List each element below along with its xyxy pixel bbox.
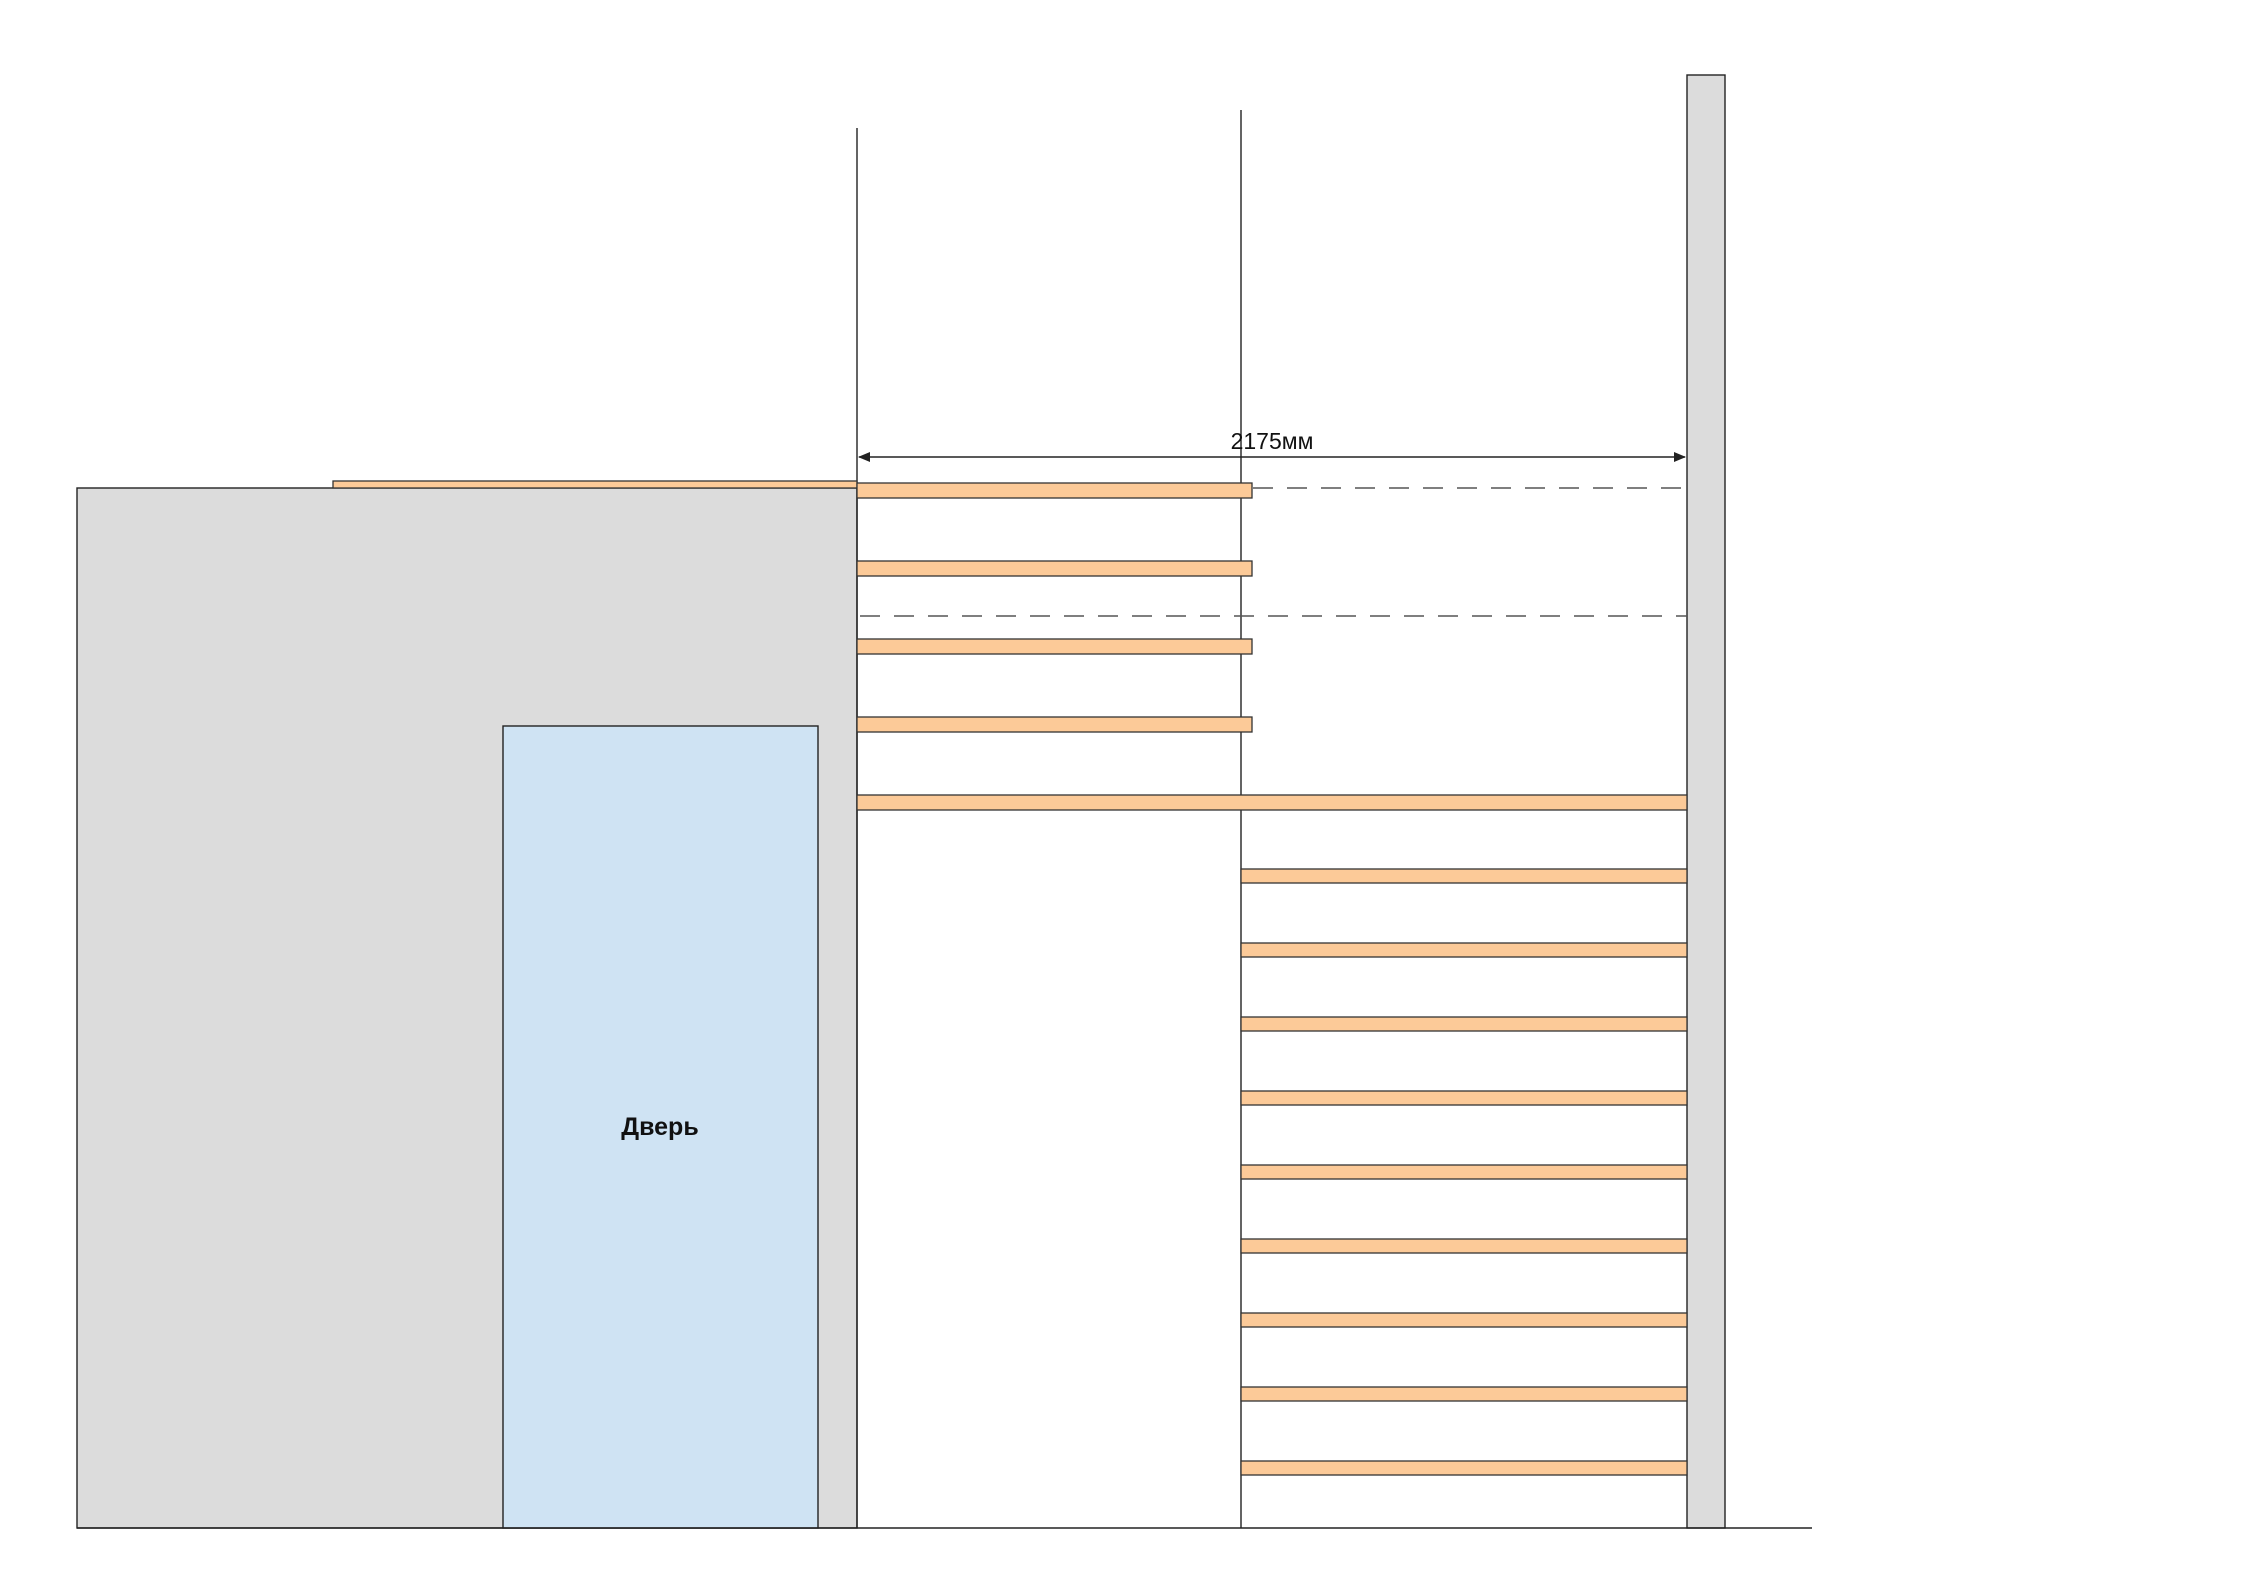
door-label: Дверь	[621, 1113, 698, 1141]
step-lower-8	[1240, 1386, 1688, 1402]
step-lower-5	[1240, 1164, 1688, 1180]
dimension-label: 2175мм	[1231, 428, 1314, 454]
step-lower-6	[1240, 1238, 1688, 1254]
step-upper-1	[856, 482, 1253, 499]
dimension-arrow-right	[1674, 452, 1686, 462]
step-lower-2	[1240, 942, 1688, 958]
top-left-plank	[332, 480, 858, 489]
step-upper-4	[856, 716, 1253, 733]
step-lower-4	[1240, 1090, 1688, 1106]
step-lower-9	[1240, 1460, 1688, 1476]
dimension-arrow-left	[858, 452, 870, 462]
step-lower-7	[1240, 1312, 1688, 1328]
step-lower-3	[1240, 1016, 1688, 1032]
door	[502, 725, 819, 1529]
landing-plank	[856, 794, 1688, 811]
step-upper-3	[856, 638, 1253, 655]
step-lower-1	[1240, 868, 1688, 884]
step-upper-2	[856, 560, 1253, 577]
right-wall	[1686, 74, 1726, 1529]
